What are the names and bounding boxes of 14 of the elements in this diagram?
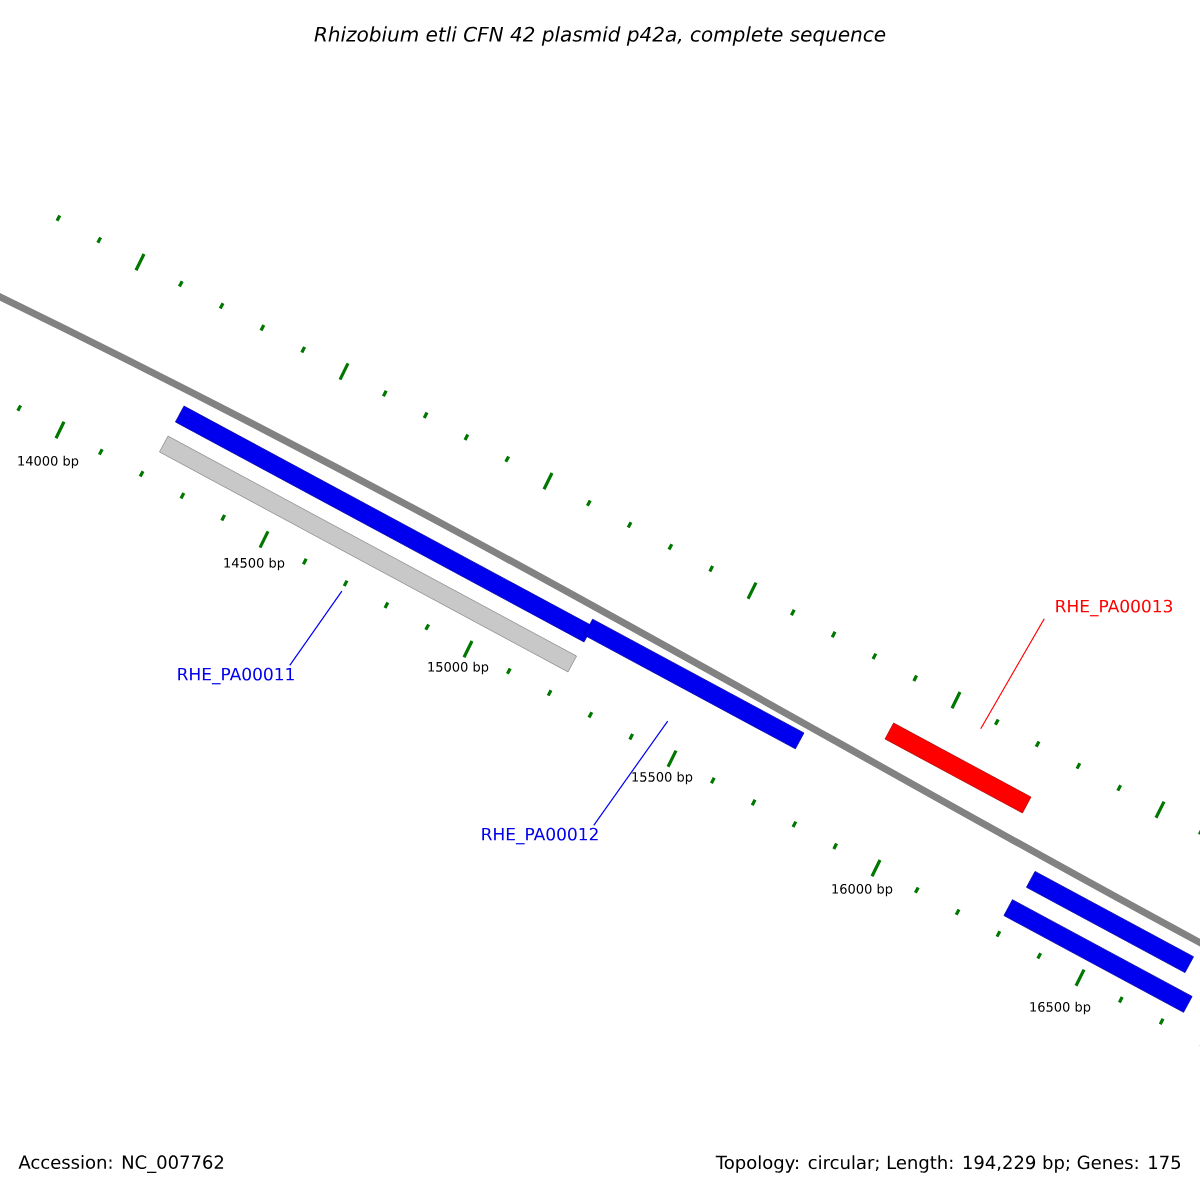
leader-line [593, 720, 669, 826]
gene-label: RHE_PA00012 [482, 827, 598, 845]
gene-arrow [175, 405, 593, 643]
gene-arrow [1026, 871, 1194, 973]
gene-label: RHE_PA00013 [1056, 599, 1172, 617]
accession-text: Accession: NC_007762 [18, 1155, 224, 1173]
gene-arrow [1003, 899, 1193, 1013]
leader-line [980, 618, 1045, 730]
gene-arrow [884, 722, 1032, 814]
summary-text: Topology: circular; Length: 194,229 bp; Genes: 175 [715, 1155, 1181, 1173]
leader-line [289, 590, 343, 666]
title: Rhizobium etli CFN 42 plasmid p42a, complete sequence [314, 26, 886, 46]
gene-label: RHE_PA00011 [178, 667, 294, 685]
gene-arrow [583, 618, 805, 750]
